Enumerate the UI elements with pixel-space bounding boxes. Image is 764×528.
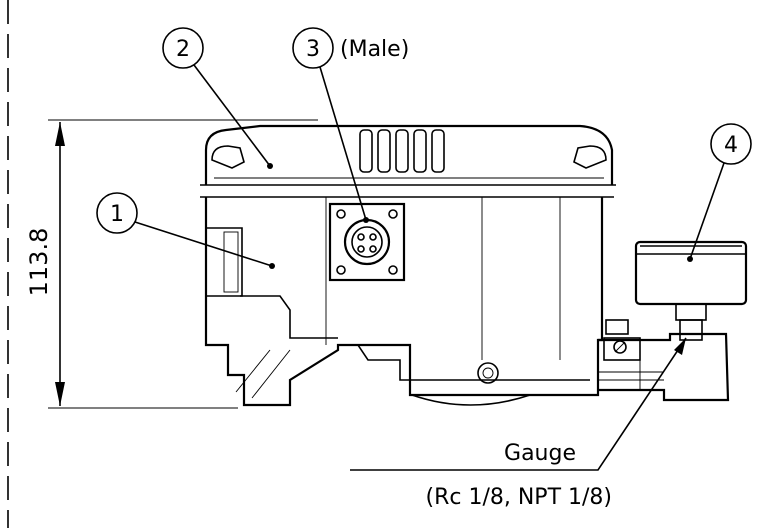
gauge-thread bbox=[679, 319, 703, 341]
connector-screw bbox=[388, 209, 398, 219]
fitting-nut bbox=[605, 319, 629, 335]
connector-flange bbox=[328, 202, 406, 282]
leader-line bbox=[134, 221, 273, 267]
gauge-body bbox=[634, 240, 748, 306]
gauge-stem bbox=[675, 303, 707, 321]
lid-slot bbox=[359, 129, 373, 173]
callout-number: 1 bbox=[110, 202, 124, 227]
callout-note: (Male) bbox=[340, 37, 409, 62]
lid-slot bbox=[377, 129, 391, 173]
leader-line bbox=[193, 64, 271, 167]
leader-dot bbox=[363, 217, 369, 223]
callout-bubble bbox=[162, 27, 204, 69]
connector bbox=[328, 202, 406, 282]
connector-pin bbox=[357, 233, 365, 241]
gauge-assembly bbox=[598, 240, 748, 402]
callout-number: 2 bbox=[176, 37, 190, 62]
leader-dot bbox=[687, 256, 693, 262]
fitting-block bbox=[598, 332, 730, 402]
callout-number: 3 bbox=[306, 37, 320, 62]
callout-bubble bbox=[292, 27, 334, 69]
leader-line bbox=[319, 66, 367, 221]
height-dimension: 113.8 bbox=[25, 119, 318, 409]
dimension-label: 113.8 bbox=[25, 228, 53, 297]
dimension-arrow-bottom bbox=[55, 382, 65, 406]
hatch-line bbox=[235, 349, 271, 393]
base-screw-center bbox=[482, 367, 494, 379]
leader-dot bbox=[267, 163, 273, 169]
gauge-leader-arrow bbox=[674, 338, 686, 355]
lid-slot bbox=[431, 129, 445, 173]
gauge-spec-label: (Rc 1/8, NPT 1/8) bbox=[426, 485, 613, 510]
gauge-leader-line bbox=[350, 337, 687, 471]
base-step bbox=[338, 344, 590, 381]
lid-hook-left bbox=[211, 145, 245, 169]
callout-bubble bbox=[710, 123, 752, 165]
callout-3: 3 (Male) bbox=[292, 27, 409, 223]
leader-line bbox=[689, 162, 725, 260]
gauge-port-callout: Gauge (Rc 1/8, NPT 1/8) bbox=[350, 337, 687, 510]
callout-4: 4 bbox=[687, 123, 752, 262]
hatch-line bbox=[251, 349, 291, 399]
callout-2: 2 bbox=[162, 27, 273, 169]
left-bracket-slot bbox=[223, 231, 239, 293]
connector-pin bbox=[357, 245, 365, 253]
connector-pin bbox=[369, 245, 377, 253]
fitting-screw bbox=[613, 340, 627, 354]
step-edge bbox=[240, 295, 338, 339]
gauge-label: Gauge bbox=[504, 441, 576, 466]
connector-screw bbox=[388, 265, 398, 275]
housing-body bbox=[200, 124, 616, 407]
connector-screw bbox=[336, 265, 346, 275]
left-bracket bbox=[206, 227, 243, 297]
leader-dot bbox=[269, 263, 275, 269]
callout-1: 1 bbox=[96, 192, 275, 269]
connector-screw bbox=[336, 209, 346, 219]
lid-hook-right bbox=[573, 145, 607, 169]
fitting-screw-slot bbox=[614, 341, 626, 353]
body-outline bbox=[204, 197, 604, 407]
lid-outline bbox=[204, 124, 614, 185]
callout-bubble bbox=[96, 192, 138, 234]
lid-slot bbox=[395, 129, 409, 173]
callout-number: 4 bbox=[724, 133, 738, 158]
connector-pin bbox=[369, 233, 377, 241]
dimension-arrow-top bbox=[55, 122, 65, 146]
connector-face bbox=[351, 226, 383, 258]
lid-slot bbox=[413, 129, 427, 173]
base-curve bbox=[411, 394, 531, 406]
base-screw bbox=[477, 362, 499, 384]
